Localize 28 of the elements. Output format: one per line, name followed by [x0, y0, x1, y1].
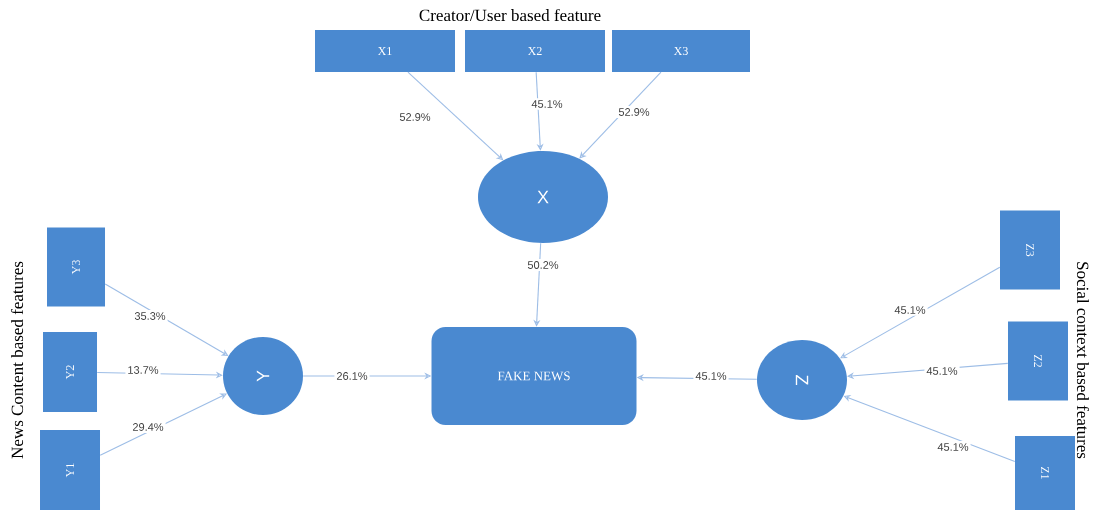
edge-label: 50.2% [525, 259, 561, 271]
arrow [579, 71, 662, 159]
feature-box: Y2 [43, 332, 97, 412]
edge-label: 45.1% [935, 441, 971, 453]
outcome-box: FAKE NEWS [431, 327, 637, 425]
edge-label: 45.1% [924, 365, 960, 377]
group-heading: Social context based features [1076, 262, 1090, 459]
group-heading: Creator/User based feature [419, 8, 601, 22]
group-heading: News Content based features [10, 261, 24, 459]
edge-label: 52.9% [397, 111, 433, 123]
feature-box: X1 [315, 30, 455, 72]
edge-label: 29.4% [130, 421, 166, 433]
edge-label: 45.1% [892, 304, 928, 316]
edge-label: 45.1% [693, 370, 729, 382]
edge-label: 45.1% [529, 98, 565, 110]
feature-box: Z1 [1015, 436, 1075, 510]
edge-label: 35.3% [132, 310, 168, 322]
feature-box: Z3 [1000, 210, 1060, 290]
feature-box: Y3 [47, 227, 105, 307]
edge-label: 13.7% [125, 364, 161, 376]
feature-box: X3 [612, 30, 750, 72]
arrow [840, 266, 1001, 359]
feature-box: X2 [465, 30, 605, 72]
edge-label: 26.1% [334, 370, 370, 382]
feature-box: Z2 [1008, 321, 1068, 401]
edge-label: 52.9% [616, 106, 652, 118]
feature-box: Y1 [40, 430, 100, 510]
arrow [535, 71, 544, 151]
